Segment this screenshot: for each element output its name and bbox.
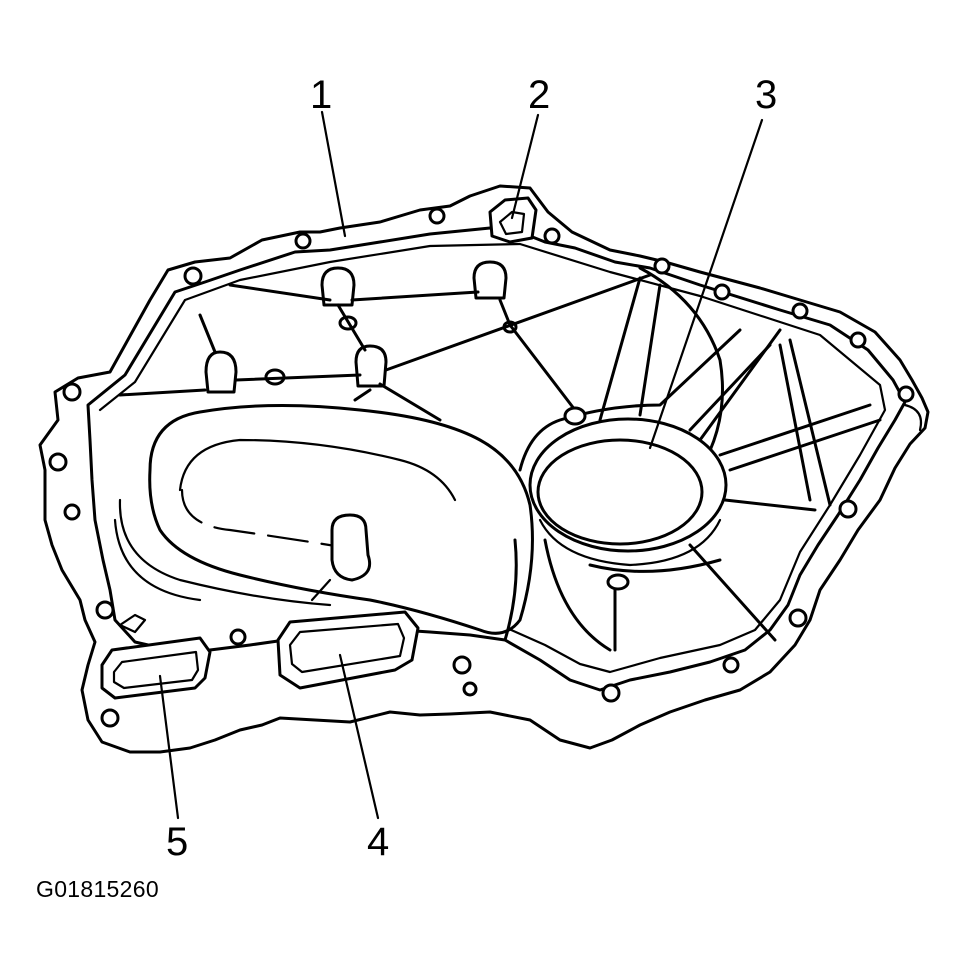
bolt-hole xyxy=(601,683,621,703)
bolt-hole xyxy=(229,628,247,646)
leader-line-3 xyxy=(648,118,764,450)
bolt-hole xyxy=(95,600,115,620)
housing-inner-lip-2 xyxy=(98,242,887,674)
callout-1: 1 xyxy=(310,73,332,117)
bolt-hole xyxy=(100,708,120,728)
leader-line-5 xyxy=(158,674,180,820)
bolt-hole xyxy=(897,385,915,403)
callout-5: 5 xyxy=(166,820,188,864)
callout-2: 2 xyxy=(528,73,550,117)
center-bore-inner xyxy=(536,438,704,546)
bolt-hole xyxy=(838,499,858,519)
callout-3: 3 xyxy=(755,73,777,117)
bolt-hole xyxy=(713,283,731,301)
bolt-hole xyxy=(62,382,82,402)
bell-housing xyxy=(503,266,882,652)
port-5-slot xyxy=(100,636,212,700)
leader-lines xyxy=(158,110,764,820)
bolt-hole xyxy=(452,655,472,675)
bolt-hole xyxy=(791,302,809,320)
bolt-hole xyxy=(653,257,671,275)
bolt-hole xyxy=(788,608,808,628)
callout-4: 4 xyxy=(367,820,389,864)
figure-id-label: G01815260 xyxy=(36,876,159,902)
bolt-hole xyxy=(294,232,312,250)
bolt-hole xyxy=(462,681,478,697)
ribs-upper xyxy=(118,273,652,422)
left-detail xyxy=(118,613,147,634)
bolt-hole xyxy=(428,207,446,225)
port-4-slot xyxy=(276,610,420,690)
bolt-hole xyxy=(849,331,867,349)
bolt-holes xyxy=(48,207,915,728)
bolt-hole xyxy=(183,266,203,286)
bolt-hole xyxy=(48,452,68,472)
bolt-hole xyxy=(543,227,561,245)
bolt-hole xyxy=(63,503,81,521)
leader-line-2 xyxy=(510,113,540,220)
leader-line-1 xyxy=(320,110,347,238)
bolt-hole xyxy=(722,656,740,674)
leader-line-4 xyxy=(338,653,380,820)
converter-dome xyxy=(113,403,534,635)
right-tab xyxy=(903,403,923,432)
port-2-slot xyxy=(488,196,538,244)
